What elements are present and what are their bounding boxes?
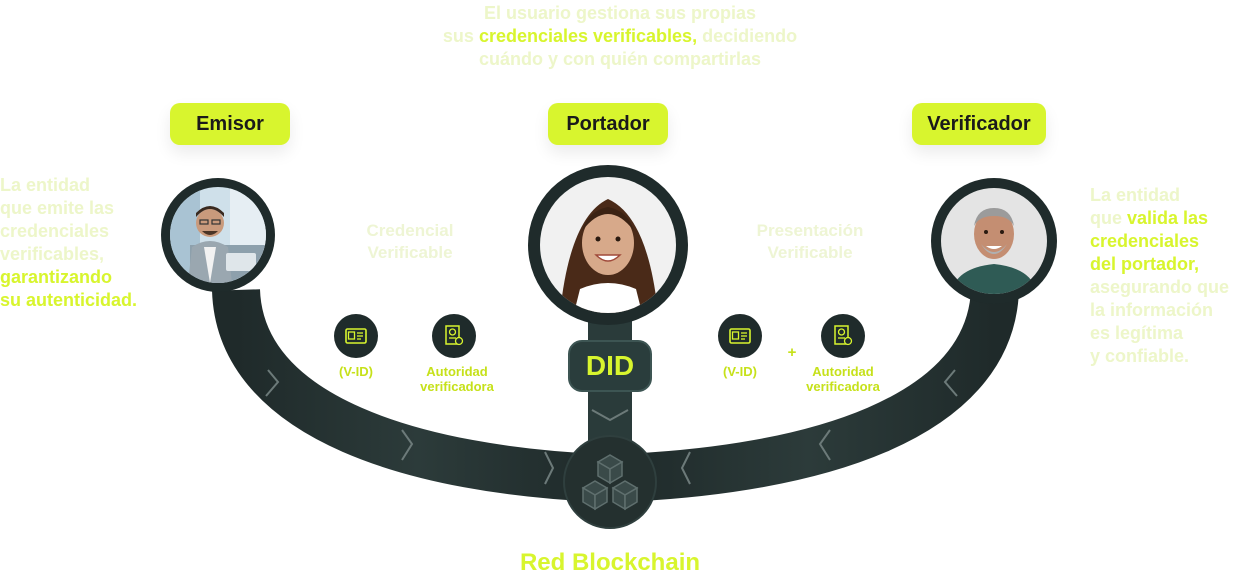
- verifier-desc-inline: que: [1090, 208, 1128, 228]
- auth-left-icon-circle: [432, 314, 476, 358]
- top-desc-line-2-pre: sus: [442, 26, 479, 46]
- issuer-description: La entidad que emite las credenciales ve…: [0, 174, 160, 312]
- top-description: El usuario gestiona sus propias sus cred…: [400, 2, 840, 71]
- plus-sign: +: [787, 344, 797, 361]
- vid-left-icon-circle: [334, 314, 378, 358]
- did-badge: DID: [568, 340, 652, 392]
- blockchain-network-label: Red Blockchain: [519, 549, 701, 576]
- role-holder-label: Portador: [548, 103, 668, 145]
- issuer-desc-line: La entidad: [0, 175, 91, 195]
- verifier-desc-line: La entidad: [1090, 185, 1181, 205]
- id-card-icon: [729, 328, 751, 344]
- verifiable-credential-label: Credencial Verificable: [340, 220, 480, 264]
- certificate-icon: [445, 325, 464, 346]
- vid-left-label: (V-ID): [339, 364, 373, 379]
- verifier-avatar: [931, 178, 1057, 304]
- verifier-description: La entidad que valida las credenciales d…: [1090, 184, 1248, 368]
- auth-right-label-line: Autoridad: [812, 364, 874, 379]
- vp-label-line: Presentación: [756, 221, 864, 240]
- auth-left-label: Autoridad verificadora: [412, 364, 502, 394]
- auth-right-icon-circle: [821, 314, 865, 358]
- certificate-icon: [834, 325, 853, 346]
- verifier-desc-mixed-line: que valida las: [1090, 207, 1248, 230]
- issuer-desc-line: que emite las: [0, 198, 115, 218]
- issuer-desc-line: verificables,: [0, 244, 105, 264]
- auth-right-label-line: verificadora: [806, 379, 880, 394]
- role-verifier-label: Verificador: [912, 103, 1046, 145]
- top-desc-line-2: sus credenciales verificables, decidiend…: [400, 25, 840, 48]
- top-desc-highlight: credenciales verificables,: [478, 26, 698, 46]
- top-desc-line-1: El usuario gestiona sus propias: [483, 3, 757, 23]
- role-issuer-label: Emisor: [170, 103, 290, 145]
- verifier-desc-line: es legítima: [1090, 323, 1184, 343]
- auth-right-label: Autoridad verificadora: [798, 364, 888, 394]
- top-desc-line-3: cuándo y con quién compartirlas: [478, 49, 762, 69]
- id-card-icon: [345, 328, 367, 344]
- vc-label-line: Credencial: [366, 221, 454, 240]
- vid-right-label: (V-ID): [723, 364, 757, 379]
- verifier-desc-line: la información: [1090, 300, 1214, 320]
- auth-left-label-line: Autoridad: [426, 364, 488, 379]
- verifier-desc-line: y confiable.: [1090, 346, 1190, 366]
- issuer-desc-bold: garantizando: [0, 267, 113, 287]
- issuer-desc-line: credenciales: [0, 221, 110, 241]
- issuer-desc-bold: su autenticidad.: [0, 290, 138, 310]
- verifier-desc-line: asegurando que: [1090, 277, 1230, 297]
- holder-avatar: [528, 165, 688, 325]
- auth-left-label-line: verificadora: [420, 379, 494, 394]
- verifier-desc-inline-bold: valida las: [1127, 208, 1209, 228]
- blockchain-icon: [581, 454, 639, 511]
- vid-right-icon-circle: [718, 314, 762, 358]
- issuer-avatar: [161, 178, 275, 292]
- verifier-desc-bold: del portador,: [1090, 254, 1200, 274]
- vp-label-line: Verificable: [767, 243, 853, 262]
- vc-label-line: Verificable: [367, 243, 453, 262]
- top-desc-line-2-post: decidiendo: [697, 26, 798, 46]
- verifiable-presentation-label: Presentación Verificable: [740, 220, 880, 264]
- verifier-desc-bold: credenciales: [1090, 231, 1200, 251]
